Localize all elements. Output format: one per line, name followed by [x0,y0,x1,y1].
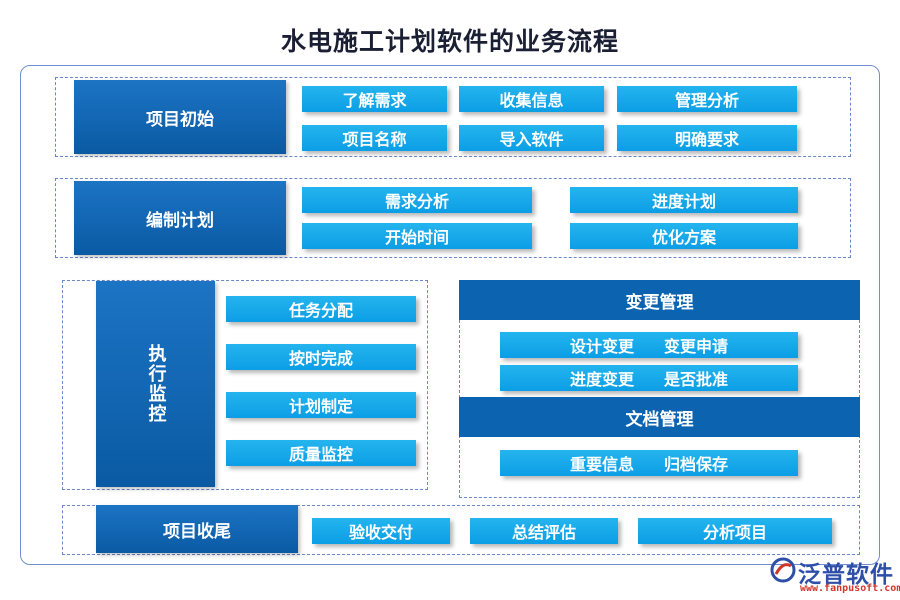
start-item-5: 导入软件 [459,125,604,151]
close-item-3: 分析项目 [638,518,832,544]
execute-item-1: 任务分配 [226,296,416,322]
close-item-2: 总结评估 [470,518,618,544]
execute-item-3: 计划制定 [226,392,416,418]
plan-item-1: 需求分析 [302,187,532,213]
brand-logo: 泛普软件 www.fanpusoft.com [770,553,900,598]
start-item-1: 了解需求 [302,86,447,112]
change-row-1: 设计变更 变更申请 [500,332,798,358]
start-item-3: 管理分析 [617,86,797,112]
docs-item-1: 重要信息 [569,455,634,474]
start-item-6: 明确要求 [617,125,797,151]
execute-item-2: 按时完成 [226,344,416,370]
docs-item-2: 归档保存 [664,455,729,474]
change-item-4: 是否批准 [664,370,729,389]
brand-name: 泛普软件 [798,562,894,588]
brand-logo-icon [770,557,796,583]
execute-section [62,280,428,490]
close-header: 项目收尾 [96,505,298,553]
start-item-4: 项目名称 [302,125,447,151]
start-item-2: 收集信息 [459,86,604,112]
change-row-2: 进度变更 是否批准 [500,365,798,391]
plan-item-2: 进度计划 [570,187,798,213]
plan-item-4: 优化方案 [570,223,798,249]
change-header: 变更管理 [459,280,860,320]
start-header: 项目初始 [74,80,286,154]
docs-row-1: 重要信息 归档保存 [500,450,798,476]
change-item-2: 变更申请 [664,337,729,356]
plan-header: 编制计划 [74,181,286,255]
change-item-1: 设计变更 [569,337,634,356]
outer-frame [20,65,880,565]
start-section [55,77,851,157]
change-item-3: 进度变更 [569,370,634,389]
close-section [62,505,860,555]
brand-url: www.fanpusoft.com [800,583,900,594]
execute-header: 执行监控 [96,281,215,487]
close-item-1: 验收交付 [312,518,450,544]
plan-item-3: 开始时间 [302,223,532,249]
docs-header: 文档管理 [459,397,860,437]
page-title: 水电施工计划软件的业务流程 [280,27,619,56]
plan-section [55,178,851,258]
execute-item-4: 质量监控 [226,440,416,466]
